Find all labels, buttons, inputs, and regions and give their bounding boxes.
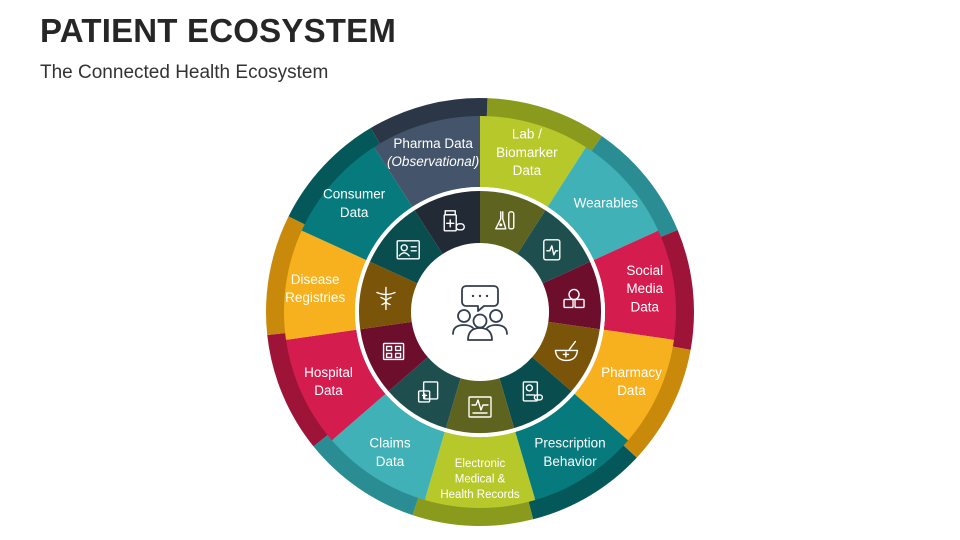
- segment-rim: [288, 128, 381, 226]
- segment-consumer-data: [301, 147, 413, 261]
- ehr-monitor-icon: [468, 396, 492, 418]
- inner-slice: [480, 190, 546, 254]
- segment-rim: [486, 98, 602, 153]
- segment-wearables: [547, 147, 659, 261]
- inner-slice: [517, 210, 591, 284]
- segment-claims-data: [331, 393, 445, 501]
- segment-label: Pharma Data (Observational): [387, 136, 479, 169]
- segment-lab-biomarker-data: [480, 116, 586, 207]
- segment-label-line: Wearables: [574, 196, 639, 211]
- segment-electronic-medical-health-records: [424, 431, 536, 508]
- segment-prescription-behavior: [515, 393, 629, 501]
- inner-slice: [359, 261, 418, 330]
- segment-label-line: Behavior: [543, 454, 597, 469]
- segment-rim: [622, 346, 691, 458]
- segment-label-line: Electronic: [455, 458, 506, 470]
- segment-label-line: Health Records: [440, 489, 520, 501]
- segment-label-line: Data: [340, 205, 369, 220]
- inner-slice: [542, 261, 601, 330]
- people-chat-icon: [452, 285, 508, 341]
- segment-rim: [590, 136, 678, 238]
- segment-rim: [528, 444, 637, 520]
- segment-disease-registries: [283, 230, 367, 340]
- page-subtitle: The Connected Health Ecosystem: [40, 62, 329, 83]
- segment-label-line: Consumer: [323, 187, 386, 202]
- segment-label-line: Prescription: [534, 436, 605, 451]
- segment-label-line: Social: [626, 263, 663, 278]
- inner-slice: [369, 210, 443, 284]
- segment-label-line: Data: [617, 383, 646, 398]
- segment-label-line: Lab /: [512, 127, 542, 142]
- segment-rim: [267, 332, 330, 447]
- segment-label-line: Medical &: [455, 474, 506, 486]
- segment-label-line: Pharma Data: [393, 136, 473, 151]
- segment-label-line: Registries: [285, 290, 345, 305]
- segment-label-line: Claims: [369, 436, 411, 451]
- segment-pharma-data-observational: [374, 116, 480, 207]
- segment-pharmacy-data: [574, 329, 675, 441]
- segment-label: Wearables: [574, 196, 639, 211]
- segment-social-media-data: [593, 230, 676, 340]
- segment-hospital-data: [285, 329, 386, 441]
- consumer-profile-icon: [396, 240, 420, 260]
- segment-label-line: Media: [626, 281, 663, 296]
- segment-label-line: Data: [314, 383, 343, 398]
- segment-label-line: Data: [513, 163, 542, 178]
- hospital-building-icon: [382, 342, 405, 361]
- inner-slice: [414, 190, 480, 254]
- segment-label-line: Hospital: [304, 365, 353, 380]
- center-circle: [424, 256, 536, 368]
- claims-document-icon: [417, 381, 439, 403]
- caduceus-icon: [376, 286, 396, 311]
- prescription-icon: [522, 381, 544, 402]
- inner-slice: [499, 357, 572, 429]
- segment-label-line: Biomarker: [496, 145, 558, 160]
- segment-label-line: (Observational): [387, 154, 479, 169]
- inner-slice: [360, 321, 428, 392]
- segment-label-line: Disease: [291, 272, 340, 287]
- segment-rim: [313, 433, 419, 516]
- mortar-pestle-icon: [554, 340, 579, 362]
- page-title: PATIENT ECOSYSTEM: [40, 12, 397, 49]
- segment-label-line: Data: [376, 454, 405, 469]
- segment-label-line: Data: [631, 299, 660, 314]
- segment-label-line: Pharmacy: [601, 365, 662, 380]
- lab-flask-icon: [495, 211, 515, 230]
- inner-slice: [388, 357, 461, 429]
- social-media-icon: [563, 288, 585, 309]
- wearable-tablet-icon: [543, 239, 561, 261]
- medicine-bottle-icon: [443, 210, 465, 232]
